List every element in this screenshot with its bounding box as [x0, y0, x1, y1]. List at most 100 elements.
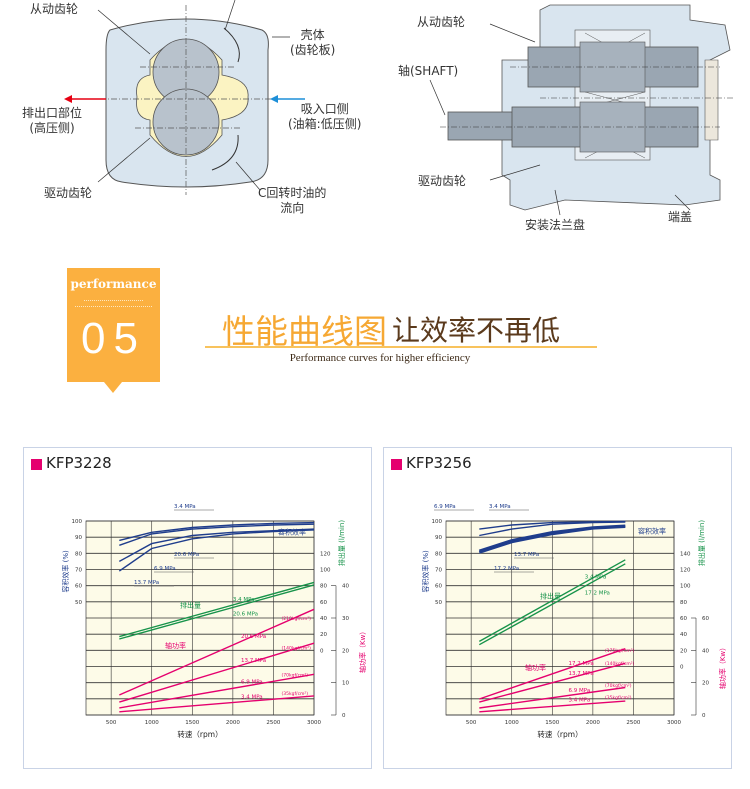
series-label: 13.7 MPa	[134, 580, 159, 586]
flow-axis-title: 排出量 (l/min)	[337, 520, 346, 566]
efficiency-tick-label: 50	[435, 600, 442, 606]
series-label: 20.6 MPa	[174, 552, 199, 558]
efficiency-tick-label: 80	[435, 551, 442, 557]
series-note: (175kgf/cm²)	[605, 648, 635, 654]
flow-tick-label: 40	[680, 632, 687, 638]
label-housing-name: 壳体	[300, 28, 325, 42]
efficiency-tick-label: 60	[75, 584, 82, 590]
efficiency-group-label: 容积效率	[638, 526, 666, 535]
label-outlet-name: 排出口部位	[22, 106, 83, 120]
series-flow-34MPa	[119, 581, 315, 638]
x-tick-label: 1500	[545, 720, 559, 726]
series-efficiency-206MPa	[118, 529, 315, 572]
flow-tick-label: 0	[680, 665, 684, 671]
section-title-highlight: 性能曲线图	[222, 312, 387, 351]
label-flow-direction-line2: 流向	[280, 201, 305, 215]
flow-tick-label: 100	[320, 568, 331, 574]
flow-tick-label: 80	[320, 584, 327, 590]
flow-group-label: 排出量	[540, 592, 561, 601]
chart-title: KFP3256	[406, 454, 472, 472]
series-label: 6.9 MPa	[434, 504, 456, 510]
series-power-34MPa	[479, 700, 626, 713]
efficiency-tick-label: 90	[75, 535, 82, 541]
label-inlet-sub: (油箱:低压侧)	[288, 117, 362, 131]
flow-tick-label: 120	[320, 551, 331, 557]
power-tick-label: 10	[342, 681, 349, 687]
series-note: (70kgf/cm²)	[605, 683, 632, 689]
power-axis-title: 轴功率（Kw）	[718, 644, 727, 689]
flow-tick-label: 40	[320, 616, 327, 622]
x-tick-label: 500	[106, 720, 117, 726]
label-drive-gear: 驱动齿轮	[44, 186, 93, 200]
series-power-206MPa	[119, 608, 315, 696]
label-outlet-sub: (高压侧)	[29, 121, 75, 135]
x-tick-label: 2500	[266, 720, 280, 726]
label-housing-sub: (齿轮板)	[290, 43, 336, 57]
series-label: 17.2 MPa	[585, 590, 610, 596]
series-note: (140kgf/cm²)	[282, 646, 312, 652]
efficiency-tick-label: 50	[75, 600, 82, 606]
label-flow-direction: C回转时油的流向	[258, 186, 326, 216]
x-tick-label: 1000	[505, 720, 519, 726]
label-driven-gear: 从动齿轮	[30, 2, 79, 16]
flow-axis-title: 排出量 (l/min)	[697, 520, 706, 566]
flow-tick-label: 20	[680, 648, 687, 654]
series-note: (70kgf/cm²)	[282, 672, 309, 678]
chart-title: KFP3228	[46, 454, 112, 472]
x-axis-title: 转速（rpm）	[537, 729, 582, 739]
efficiency-group-label: 容积效率	[278, 528, 306, 537]
series-label: 13.7 MPa	[241, 658, 266, 664]
series-power-69MPa	[479, 686, 626, 709]
power-group-label: 轴功率	[525, 663, 546, 672]
series-label: 3.4 MPa	[489, 504, 511, 510]
x-tick-label: 2000	[586, 720, 600, 726]
series-note: (35kgf/cm²)	[605, 695, 632, 701]
series-label: 3.4 MPa	[569, 698, 591, 704]
series-efficiency-137MPa	[118, 528, 315, 563]
x-tick-label: 1500	[185, 720, 199, 726]
flow-tick-label: 120	[680, 568, 691, 574]
power-tick-label: 20	[342, 648, 349, 654]
series-efficiency-34MPa	[119, 521, 315, 542]
power-tick-label: 40	[342, 584, 349, 590]
x-tick-label: 2000	[226, 720, 240, 726]
flow-tick-label: 60	[320, 600, 327, 606]
series-label: 6.9 MPa	[241, 679, 263, 685]
efficiency-tick-label: 90	[435, 535, 442, 541]
x-axis-title: 转速（rpm）	[177, 729, 222, 739]
label-mounting-flange: 安装法兰盘	[525, 218, 586, 232]
series-note: (210kgf/cm²)	[282, 616, 312, 622]
series-power-137MPa	[479, 662, 626, 703]
series-label: 20.6 MPa	[241, 634, 266, 640]
power-axis-title: 轴功率（Kw）	[358, 628, 367, 673]
flow-tick-label: 20	[320, 632, 327, 638]
efficiency-axis-title: 容积效率 (%)	[421, 550, 430, 593]
x-tick-label: 3000	[667, 720, 681, 726]
section-title-rest: 让效率不再低	[392, 314, 561, 347]
label-inlet: 吸入口侧(油箱:低压侧)	[288, 102, 361, 132]
power-group-label: 轴功率	[165, 641, 186, 650]
label-outlet: 排出口部位(高压侧)	[22, 106, 82, 136]
flow-tick-label: 140	[680, 551, 691, 557]
efficiency-tick-label: 70	[435, 568, 442, 574]
x-tick-label: 2500	[626, 720, 640, 726]
power-tick-label: 20	[702, 681, 709, 687]
series-label: 17.2 MPa	[569, 661, 594, 667]
series-label: 3.4 MPa	[233, 597, 255, 603]
panel-marker-square	[31, 459, 42, 470]
section-number-badge: performance 05	[67, 268, 160, 393]
series-label: 20.6 MPa	[233, 611, 258, 617]
label-end-cover: 端盖	[668, 210, 693, 224]
x-tick-label: 500	[466, 720, 477, 726]
series-label: 3.4 MPa	[585, 574, 607, 580]
flow-tick-label: 0	[320, 648, 324, 654]
efficiency-tick-label: 80	[75, 551, 82, 557]
label-housing: 壳体(齿轮板)	[290, 28, 335, 58]
label-inlet-name: 吸入口侧	[300, 102, 349, 116]
series-efficiency-69MPa	[119, 523, 315, 546]
label-driven-gear-right: 从动齿轮	[417, 15, 466, 29]
efficiency-tick-label: 100	[72, 519, 83, 525]
